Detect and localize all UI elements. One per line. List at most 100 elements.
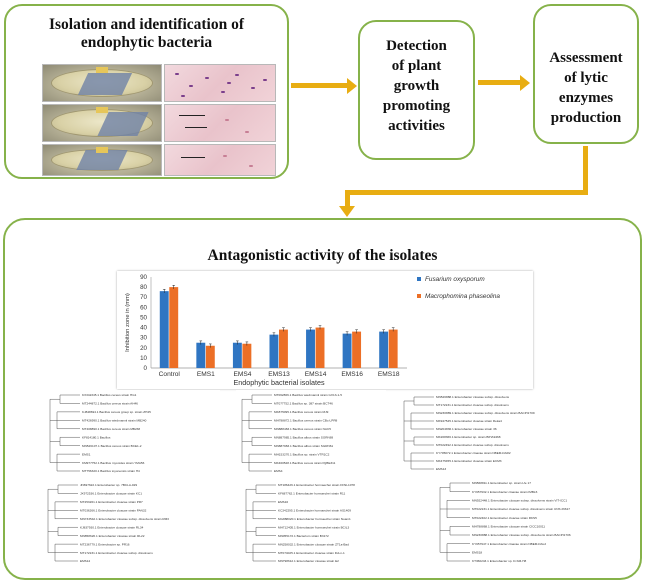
tree-leaf-label: MN055172.1 Bacterium strain B3172 [278, 534, 329, 538]
tree-leaf-label: KJ837930.1 Enterobacter cloacae strain R… [80, 525, 144, 529]
flow-arrow-1 [291, 83, 349, 88]
tree-leaf-label: MT756320.1 Bacillus toyonensis strain H4 [82, 469, 140, 473]
tree-leaf-label: MN798612.1 Enterobacter cloacae strain E… [278, 559, 339, 563]
tree-leaf-label: MG888020.1 Enterobacter hormaechei strai… [278, 517, 351, 521]
x-tick-label: Control [159, 371, 181, 378]
tree-leaf-label: KM977752.1 Bacillus mycoides strain YMA5… [82, 461, 145, 465]
isolation-box: Isolation and identification of endophyt… [4, 4, 289, 179]
tree-leaf-label: KX342345.1 Bacillus cereus strain HG1 [82, 393, 137, 397]
tree-leaf-label: KY705072.1 Enterobacter cloacae strain N… [436, 451, 511, 455]
bar-EMS13-0 [269, 334, 279, 368]
tree-leaf-label: MN887983.1 Bacillus albus strain SGRN61 [274, 444, 333, 448]
legend-swatch-1 [417, 294, 421, 298]
phylogenetic-tree-2: MT062866.1 Bacillus wiedmannii strain GX… [236, 390, 386, 476]
y-tick-label: 30 [140, 335, 147, 342]
x-axis-label: Endophytic bacterial isolates [233, 378, 324, 387]
flow-arrow-2-head [520, 75, 530, 91]
tree-leaf-label: MH153270.1 Bacillus sp. strain VTR1C2 [274, 452, 330, 456]
y-tick-label: 90 [140, 274, 147, 281]
tree-leaf-label: EMS4 [274, 469, 283, 473]
tree-leaf-label: MN858620.1 Enterobacter cloacae strain R… [80, 534, 145, 538]
tree-leaf-label: MN526888.1 Enterobacter cloacae subsp. d… [436, 395, 510, 399]
bar-EMS16-0 [342, 333, 352, 368]
tree-leaf-label: MH788872.1 Bacillus cereus strain CBc-LP… [274, 419, 338, 423]
tree-leaf-label: KY957947.1 Enterobacter cloacae strain N… [472, 542, 546, 546]
bar-EMS18-1 [388, 329, 398, 368]
tree-leaf-label: MT172231.1 Enterobacter cloacae subsp. d… [80, 551, 153, 555]
tree-leaf-label: KJ848694.1 Bacillus cereus group sp. str… [82, 410, 151, 414]
tree-leaf-label: MK208366.1 Enterobacter sp. strain BIHA9… [436, 435, 501, 439]
tree-leaf-label: MT172231.1 Enterobacter cloacae subsp. d… [436, 403, 509, 407]
tree-leaf-label: MT074025.1 Enterobacter cloacae strain D… [278, 551, 345, 555]
tree-leaf-label: EMS13 [436, 467, 446, 471]
tree-leaf-label: JN697622.1 Enterobacter sp. 7BCLA-029 [80, 483, 137, 487]
tree-leaf-label: EMS18 [472, 551, 482, 555]
phylogenetic-tree-3: MN526888.1 Enterobacter cloacae subsp. d… [398, 392, 638, 474]
flow-arrow-3-vertical [583, 146, 588, 194]
bar-EMS14-1 [315, 327, 325, 368]
petri-plate-photo-3 [42, 144, 162, 176]
y-tick-label: 40 [140, 325, 147, 332]
tree-leaf-label: MT022402.1 Enterobacter cloacae strain R… [472, 516, 537, 520]
bar-EMS1-1 [205, 345, 215, 368]
bar-EMS14-0 [306, 329, 315, 368]
x-tick-label: EMS4 [233, 371, 251, 378]
x-tick-label: EMS16 [341, 371, 363, 378]
x-tick-label: EMS13 [268, 371, 290, 378]
tree-leaf-label: MK947545.1 Enterobacter cloacae strain R… [436, 419, 502, 423]
flow-arrow-3-drop [345, 190, 350, 208]
bar-Control-0 [159, 291, 169, 368]
tree-leaf-label: MK460528.1 Bacillus cereus strain PgBE31… [274, 461, 336, 465]
isolation-title: Isolation and identification of endophyt… [48, 16, 245, 51]
y-tick-label: 10 [140, 355, 147, 362]
tree-leaf-label: MT426990.1 Bacillus wiedmannii strain MB… [82, 419, 147, 423]
bar-EMS18-0 [379, 331, 389, 368]
petri-plate-photo-1 [42, 64, 162, 102]
tree-leaf-label: MH788868.1 Enterobacter cloacae strain C… [472, 525, 545, 529]
tree-leaf-label: EMS1 [82, 452, 91, 456]
microscopy-photo-3 [164, 144, 276, 176]
tree-leaf-label: MT036266.1 Enterobacter cloacae strain P… [80, 509, 147, 513]
tree-leaf-label: KT360243.1 Enterobacter sp. D-SM-H8 [472, 559, 526, 563]
y-axis-label: Inhibition zone in (mm) [125, 293, 131, 352]
tree-leaf-label: MN887985.1 Bacillus albus strain SGRN69 [274, 435, 333, 439]
tree-leaf-label: MK475455.1 Enterobacter cloacae strain E… [436, 459, 502, 463]
y-tick-label: 20 [140, 345, 147, 352]
lytic-title: Assessment of lytic enzymes production [549, 50, 623, 126]
tree-leaf-label: MN922448.1 Enterobacter cloacae subsp. d… [472, 499, 567, 503]
legend-swatch-0 [417, 277, 421, 281]
flow-arrow-3-horizontal [345, 190, 588, 195]
tree-leaf-label: MN230889.1 Enterobacter cloacae subsp. d… [436, 411, 535, 415]
y-tick-label: 60 [140, 304, 147, 311]
tree-leaf-label: KY957932.1 Enterobacter cloacae strain I… [472, 490, 538, 494]
tree-leaf-label: MH712405.1 Enterobacter hormaechei strai… [278, 525, 349, 529]
tree-leaf-label: MN230888.1 Enterobacter cloacae subsp. d… [472, 533, 571, 537]
bar-Control-1 [169, 287, 179, 368]
x-tick-label: EMS14 [305, 371, 327, 378]
tree-leaf-label: MK875095.1 Bacillus cereus strain MJ9 [274, 410, 329, 414]
legend-label-1: Macrophomina phaseolina [425, 293, 500, 300]
bar-EMS16-1 [352, 331, 362, 368]
bar-EMS1-0 [196, 342, 206, 368]
y-tick-label: 0 [144, 365, 148, 372]
bar-EMS4-1 [242, 343, 252, 368]
legend-label-0: Fusarium oxysporum [425, 276, 485, 283]
tree-leaf-label: MT408890.1 Bacillus cereus strain MB238 [82, 427, 140, 431]
tree-leaf-label: MT062866.1 Bacillus wiedmannii strain GX… [274, 393, 342, 397]
tree-leaf-label: JX972536.1 Enterobacter cloacae strain K… [80, 492, 142, 496]
tree-leaf-label: MN526107.1 Bacillus cereus strain BCE1-2 [82, 444, 142, 448]
tree-leaf-label: MN733542.1 Enterobacter cloacae subsp. d… [80, 517, 169, 521]
tree-leaf-label: KF687762.1 Enterobacter hormaechei strai… [278, 492, 345, 496]
tree-leaf-label: MT253261.1 Enterobacter cloacae strain P… [80, 500, 143, 504]
phylogenetic-tree-5: MT186426.1 Enterobacter hormaechei strai… [240, 480, 390, 566]
flow-arrow-2 [478, 80, 522, 85]
phylogenetic-tree-6: MN568811.1 Enterobacter sp. strain Lfe 1… [434, 478, 638, 566]
microscopy-photo-2 [164, 104, 276, 142]
tree-leaf-label: EMS16 [278, 500, 288, 504]
tree-leaf-label: MT244872.1 Bacillus cereus strain AH46 [82, 402, 138, 406]
x-tick-label: EMS18 [378, 371, 400, 378]
x-tick-label: EMS1 [197, 371, 215, 378]
tree-leaf-label: MN888483.1 Bacillus cereus strain NAC5 [274, 427, 331, 431]
